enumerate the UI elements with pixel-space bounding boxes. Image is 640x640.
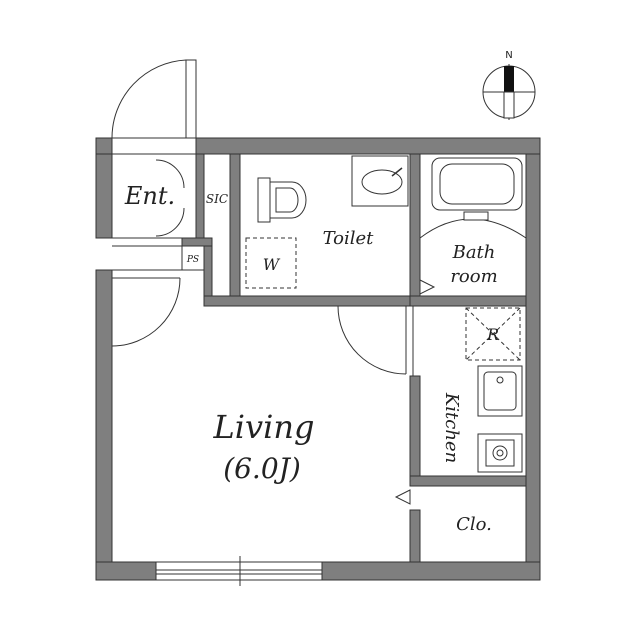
entrance-label: Ent.	[124, 182, 175, 210]
kitchen-label: Kitchen	[441, 392, 462, 463]
outer-walls	[95, 137, 541, 581]
washer-label: W	[263, 255, 281, 274]
bath-room-label: room	[450, 266, 497, 287]
entry-door	[111, 59, 197, 155]
living-label: Living	[213, 408, 315, 446]
interior-doors	[111, 159, 436, 505]
compass-icon: N	[482, 50, 536, 120]
window	[155, 556, 323, 586]
washer-area	[245, 237, 297, 289]
ps-label: PS	[186, 255, 199, 265]
bath-label: Bath	[452, 242, 496, 263]
closet-label: Clo.	[456, 514, 492, 535]
kitchen-sink-icon	[477, 365, 523, 417]
toilet-icon	[257, 177, 307, 223]
refrigerator-label: R	[486, 325, 499, 344]
living-size-label: (6.0J)	[223, 452, 301, 485]
compass-north-label: N	[505, 50, 512, 61]
stove-icon	[477, 433, 523, 473]
interior-walls	[112, 153, 527, 563]
sink-icon	[351, 155, 409, 207]
toilet-label: Toilet	[323, 228, 375, 249]
sic-label: SIC	[206, 192, 228, 206]
refrigerator-area	[465, 307, 521, 361]
bathtub-icon	[419, 157, 527, 239]
